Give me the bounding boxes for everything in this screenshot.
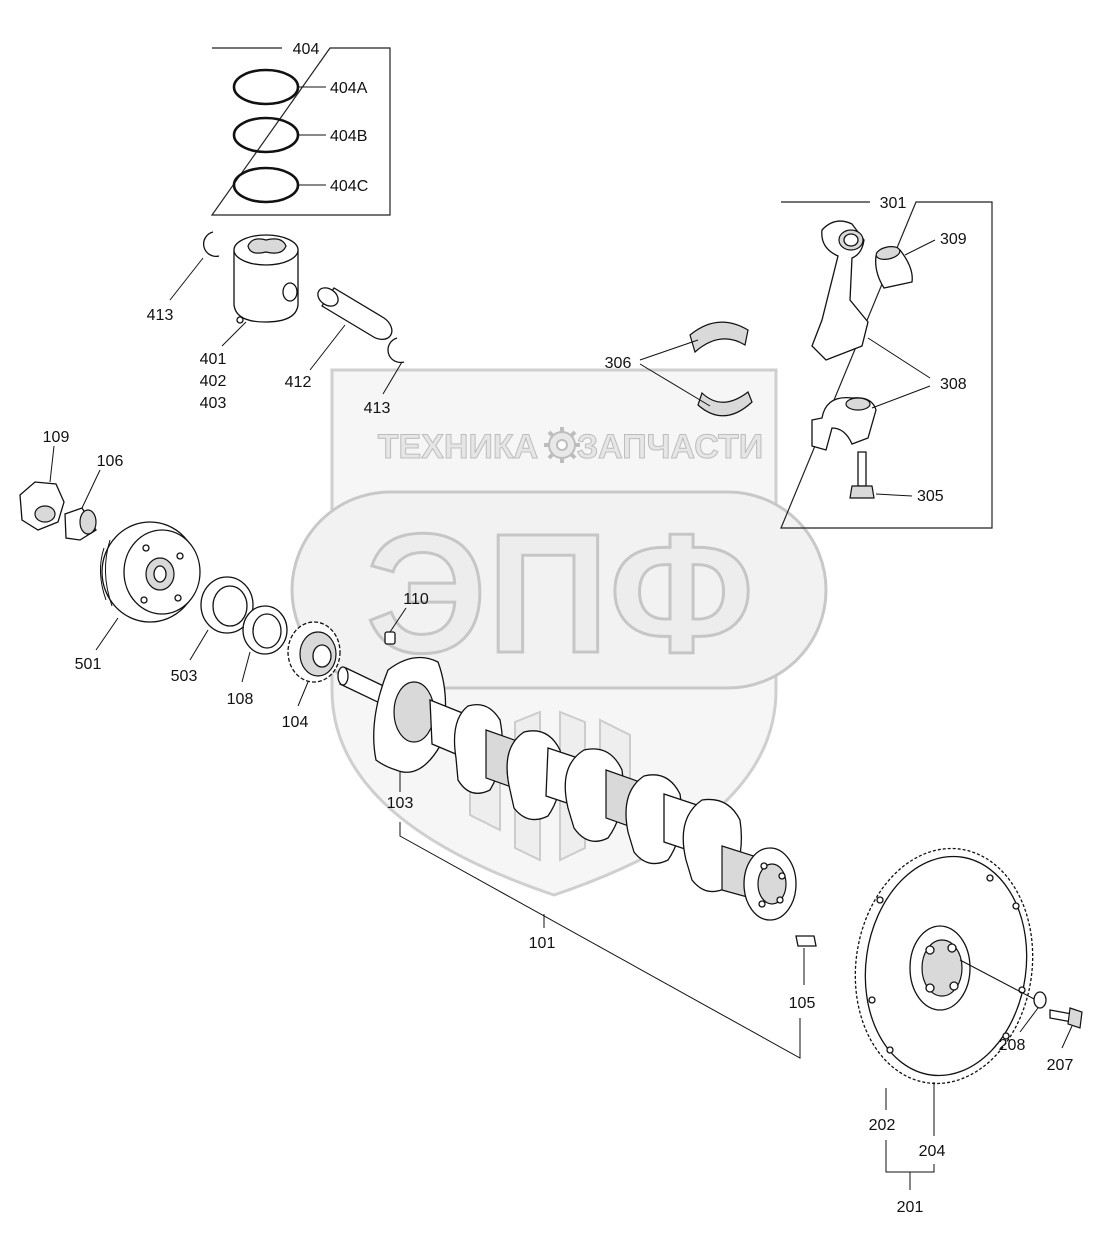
label-105: 105: [789, 995, 816, 1012]
seal-108: [242, 605, 288, 655]
piston-ring-set: 404 404A 404B 404C: [210, 41, 391, 216]
piston-body: [233, 250, 299, 323]
watermark-badge: [290, 490, 828, 690]
label-309: 309: [940, 231, 967, 248]
circlip-413-lower: [387, 337, 405, 364]
circlip-413-upper: [202, 231, 220, 258]
label-404c: 404C: [330, 178, 368, 195]
watermark: ТЕХНИКА ЗАПЧАСТИ ЭПФ: [290, 368, 828, 897]
label-103: 103: [387, 795, 414, 812]
label-413-upper: 413: [147, 307, 174, 324]
crankshaft-101: 103 105 101: [337, 656, 817, 1059]
label-404: 404: [293, 41, 320, 58]
label-501: 501: [75, 656, 102, 673]
label-412: 412: [285, 374, 312, 391]
bearing-shell-upper: [689, 321, 749, 354]
label-201: 201: [897, 1199, 924, 1216]
label-403: 403: [200, 395, 227, 412]
piston-pin-412: [321, 287, 393, 341]
label-305: 305: [917, 488, 944, 505]
label-308: 308: [940, 376, 967, 393]
label-402: 402: [200, 373, 227, 390]
label-404b: 404B: [330, 128, 367, 145]
connecting-rod-set: 301 309 308 305: [780, 195, 993, 529]
flywheel-201: 202 204 201: [854, 847, 1037, 1216]
label-104: 104: [282, 714, 309, 731]
key-110: [384, 631, 396, 645]
label-110: 110: [403, 591, 429, 608]
label-106: 106: [97, 453, 124, 470]
crank-gear-104: [287, 621, 341, 683]
piston-ring-404c: [232, 166, 300, 204]
watermark-text-right: ЗАПЧАСТИ: [577, 428, 763, 466]
piston-ring-404b: [232, 116, 300, 154]
label-101: 101: [529, 935, 556, 952]
rod-bolt-305: [857, 451, 867, 487]
piston-ring-404a: [232, 68, 300, 106]
label-202: 202: [869, 1117, 896, 1134]
seal-503: [200, 576, 254, 634]
dowel-105: [795, 935, 817, 947]
bearing-shell-lower: [697, 391, 753, 417]
flywheel-fasteners: 208 207: [999, 991, 1083, 1074]
gear-icon: [544, 427, 580, 463]
label-108: 108: [227, 691, 254, 708]
watermark-text-left: ТЕХНИКА: [378, 428, 538, 466]
label-401: 401: [200, 351, 227, 368]
label-204: 204: [919, 1143, 946, 1160]
label-503: 503: [171, 668, 198, 685]
label-404a: 404A: [330, 80, 368, 97]
front-end-parts: 109 106 501 503 108: [19, 429, 429, 731]
label-306: 306: [605, 355, 632, 372]
connecting-rod: [811, 220, 869, 361]
label-207: 207: [1047, 1057, 1074, 1074]
bearing-shells: 306: [605, 321, 753, 417]
label-301: 301: [880, 195, 907, 212]
washer-208: [1033, 991, 1047, 1009]
label-109: 109: [43, 429, 70, 446]
rod-cap: [811, 397, 877, 451]
pulley-501: [100, 521, 201, 623]
piston-assembly: 413 401 402 403 412 413: [147, 231, 405, 417]
label-413-lower: 413: [364, 400, 391, 417]
label-208: 208: [999, 1037, 1026, 1054]
